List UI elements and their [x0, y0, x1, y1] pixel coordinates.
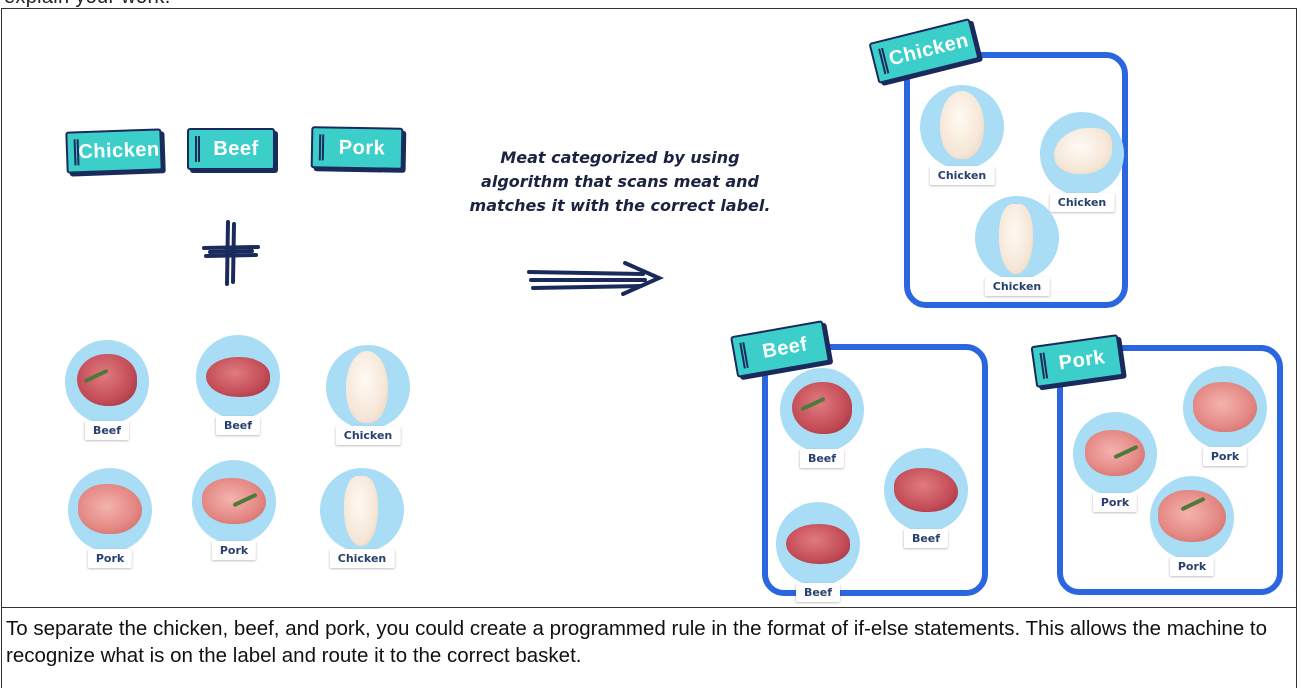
meat-item: Beef [65, 340, 149, 440]
meat-label: Chicken [329, 549, 395, 568]
beef-image [206, 357, 270, 397]
pork-image [202, 478, 266, 524]
meat-label: Beef [795, 583, 841, 602]
meat-item: Chicken [320, 468, 404, 568]
meat-label: Beef [903, 529, 949, 548]
meat-label: Pork [1169, 557, 1215, 576]
content-frame [1, 8, 1297, 688]
basket-item: Beef [776, 502, 860, 602]
tag-label: Beef [213, 137, 259, 160]
chicken-image [1054, 128, 1112, 174]
chicken-image [940, 91, 984, 159]
tag-chicken: Chicken [65, 128, 163, 174]
meat-label: Chicken [335, 426, 401, 445]
beef-image [786, 524, 850, 564]
basket-item: Pork [1183, 366, 1267, 466]
beef-image [894, 468, 958, 512]
meat-label: Beef [84, 421, 130, 440]
top-cut-text: explain your work. [4, 0, 171, 9]
pork-image [78, 484, 142, 534]
basket-tag-label: Pork [1057, 345, 1107, 374]
pork-image [1158, 490, 1226, 542]
chicken-image [346, 351, 388, 423]
meat-label: Pork [211, 541, 257, 560]
basket-item: Beef [780, 368, 864, 468]
tag-beef: Beef [187, 128, 275, 170]
pork-image [1085, 430, 1145, 476]
pork-image [1193, 382, 1257, 432]
basket-item: Chicken [920, 85, 1004, 185]
arrow-icon [527, 261, 664, 296]
meat-label: Pork [87, 549, 133, 568]
meat-item: Beef [196, 335, 280, 435]
meat-label: Chicken [1049, 193, 1115, 212]
tag-label: Chicken [77, 137, 160, 163]
caption: Meat categorized by using algorithm that… [469, 148, 771, 215]
basket-item: Pork [1073, 412, 1157, 512]
frame-divider [1, 607, 1297, 608]
basket-item: Chicken [975, 196, 1059, 296]
chicken-image [999, 204, 1033, 274]
meat-label: Chicken [929, 166, 995, 185]
basket-item: Beef [884, 448, 968, 548]
frame-edge [1296, 607, 1297, 649]
basket-tag-label: Beef [760, 332, 810, 363]
meat-label: Pork [1202, 447, 1248, 466]
meat-label: Pork [1092, 493, 1138, 512]
meat-label: Chicken [984, 277, 1050, 296]
chicken-image [344, 476, 378, 546]
basket-item: Pork [1150, 476, 1234, 576]
meat-item: Chicken [326, 345, 410, 445]
meat-label: Beef [215, 416, 261, 435]
basket-item: Chicken [1040, 112, 1124, 212]
meat-label: Beef [799, 449, 845, 468]
meat-item: Pork [68, 468, 152, 568]
description-text: To separate the chicken, beef, and pork,… [6, 617, 1268, 667]
meat-item: Pork [192, 460, 276, 560]
tag-label: Pork [338, 136, 386, 159]
tag-pork: Pork [310, 126, 404, 170]
plus-icon [202, 220, 260, 286]
